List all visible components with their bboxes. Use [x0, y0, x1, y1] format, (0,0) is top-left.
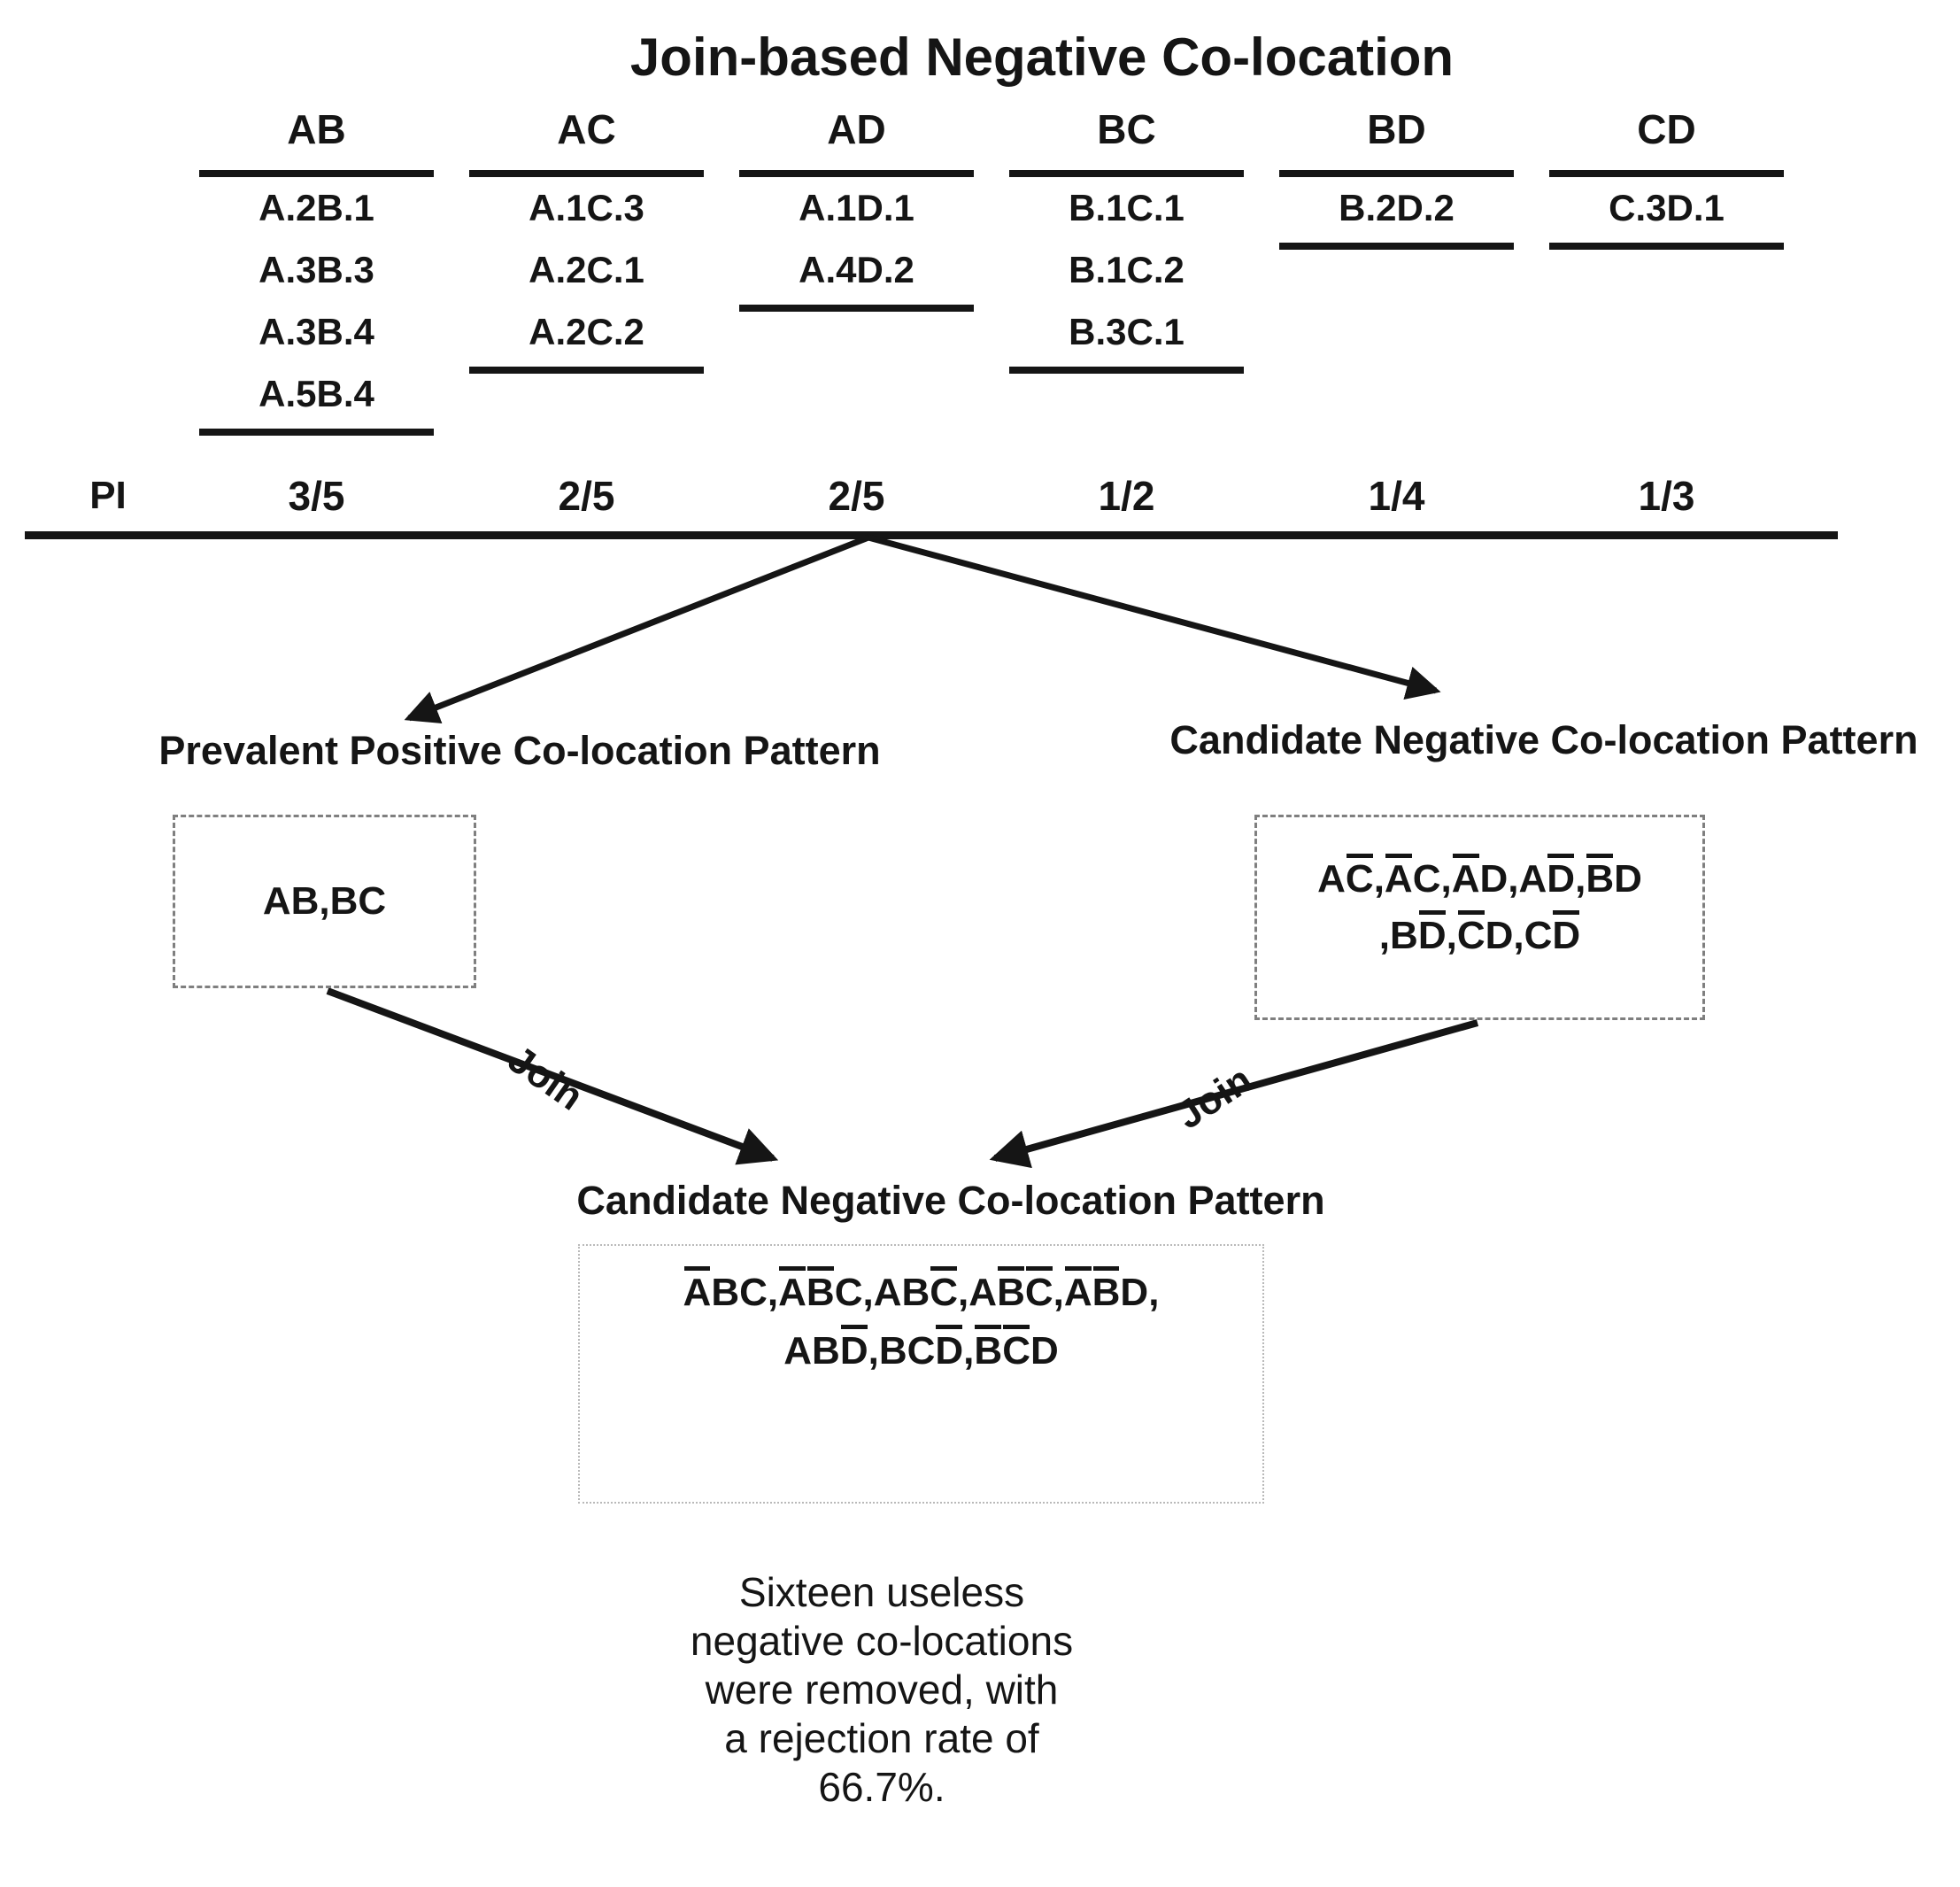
column-cd: CD C.3D.1 [1532, 108, 1802, 436]
column-bottom-rule [1549, 243, 1784, 250]
pi-value-cd: 1/3 [1638, 473, 1695, 519]
pattern-instance: B.2D.2 [1339, 187, 1455, 228]
column-header: BD [1367, 106, 1426, 152]
pi-value-ac: 2/5 [558, 473, 615, 519]
header-underline [1279, 170, 1514, 177]
header-underline [739, 170, 974, 177]
overlined-letter: D [1552, 908, 1580, 964]
overlined-letter: D [1547, 851, 1575, 908]
overlined-letter: D [840, 1322, 868, 1380]
column-bottom-rule [1009, 367, 1244, 374]
column-bottom-rule [739, 305, 974, 312]
pi-value-ad: 2/5 [828, 473, 885, 519]
pattern-instance: A.2C.1 [529, 249, 644, 290]
prevalent-positive-box: AB,BC [173, 815, 476, 988]
diagram-title: Join-based Negative Co-location [629, 27, 1455, 87]
pi-row: 3/5 2/5 2/5 1/2 1/4 1/3 [181, 474, 1802, 518]
column-bottom-rule [199, 429, 434, 436]
column-header: AC [557, 106, 616, 152]
overlined-letter: C [1002, 1322, 1030, 1380]
overlined-letter: A [1452, 851, 1480, 908]
arrow-to-right-branch [868, 534, 1441, 700]
overlined-letter: B [997, 1264, 1025, 1322]
right-branch-heading: Candidate Negative Co-location Pattern [1169, 717, 1918, 762]
column-header: BC [1097, 106, 1156, 152]
header-underline [469, 170, 704, 177]
pattern-instance: C.3D.1 [1609, 187, 1725, 228]
divider-line [25, 531, 1838, 539]
pi-value-bc: 1/2 [1098, 473, 1155, 519]
pattern-instance: B.3C.1 [1069, 311, 1184, 352]
negative-pattern-formula-line1: AC,AC,AD,AD,BD [1257, 851, 1702, 908]
column-header: CD [1637, 106, 1696, 152]
pi-value-bd: 1/4 [1368, 473, 1425, 519]
negative-pattern-formula-line2: ,BD,CD,CD [1257, 908, 1702, 964]
note-line: Sixteen useless [738, 1569, 1025, 1615]
note-line: were removed, with [705, 1667, 1059, 1713]
overlined-letter: B [1092, 1264, 1120, 1322]
overlined-letter: D [935, 1322, 963, 1380]
column-items: C.3D.1 [1609, 177, 1725, 239]
overlined-letter: B [974, 1322, 1002, 1380]
pi-row-label: PI [89, 474, 127, 517]
pattern-instance: A.3B.3 [259, 249, 374, 290]
pattern-instance: A.2C.2 [529, 311, 644, 352]
column-header: AB [287, 106, 346, 152]
overlined-letter: C [1025, 1264, 1053, 1322]
pattern-instance: A.4D.2 [799, 249, 914, 290]
overlined-letter: A [778, 1264, 806, 1322]
column-items: B.2D.2 [1339, 177, 1455, 239]
overlined-letter: C [1457, 908, 1485, 964]
pattern-instance: A.1D.1 [799, 187, 914, 228]
candidate-negative-box: AC,AC,AD,AD,BD ,BD,CD,CD [1254, 815, 1705, 1020]
column-bottom-rule [1279, 243, 1514, 250]
column-bd: BD B.2D.2 [1262, 108, 1532, 436]
pattern-instance: A.3B.4 [259, 311, 374, 352]
note-line: a rejection rate of [724, 1715, 1039, 1761]
overlined-letter: B [806, 1264, 835, 1322]
overlined-letter: C [930, 1264, 958, 1322]
note-line: 66.7%. [818, 1764, 945, 1810]
joined-formula-line1: ABC,ABC,ABC,ABC,ABD, [580, 1264, 1262, 1322]
note-line: negative co-locations [690, 1618, 1074, 1664]
pattern-instance: B.1C.2 [1069, 249, 1184, 290]
left-branch-heading: Prevalent Positive Co-location Pattern [158, 728, 881, 773]
overlined-letter: A [683, 1264, 711, 1322]
rejection-note: Sixteen useless negative co-locations we… [691, 1568, 1073, 1812]
header-underline [199, 170, 434, 177]
pattern-instance: B.1C.1 [1069, 187, 1184, 228]
join-label-right: Join [1169, 1057, 1261, 1138]
positive-pattern-formula: AB,BC [262, 879, 387, 923]
overlined-letter: B [1586, 851, 1614, 908]
column-header: AD [827, 106, 886, 152]
pattern-instance: A.5B.4 [259, 373, 374, 414]
column-bottom-rule [469, 367, 704, 374]
joined-formula-line2: ABD,BCD,BCD [580, 1322, 1262, 1380]
arrow-to-left-branch [404, 534, 870, 723]
header-underline [1009, 170, 1244, 177]
overlined-letter: D [1418, 908, 1447, 964]
header-underline [1549, 170, 1784, 177]
bottom-heading: Candidate Negative Co-location Pattern [576, 1178, 1325, 1223]
pattern-instance: A.1C.3 [529, 187, 644, 228]
overlined-letter: A [1385, 851, 1413, 908]
joined-candidate-box: ABC,ABC,ABC,ABC,ABD, ABD,BCD,BCD [578, 1244, 1264, 1504]
pi-value-ab: 3/5 [288, 473, 345, 519]
overlined-letter: A [1064, 1264, 1092, 1322]
overlined-letter: C [1346, 851, 1374, 908]
join-label-left: Join [500, 1037, 591, 1119]
pattern-instance: A.2B.1 [259, 187, 374, 228]
